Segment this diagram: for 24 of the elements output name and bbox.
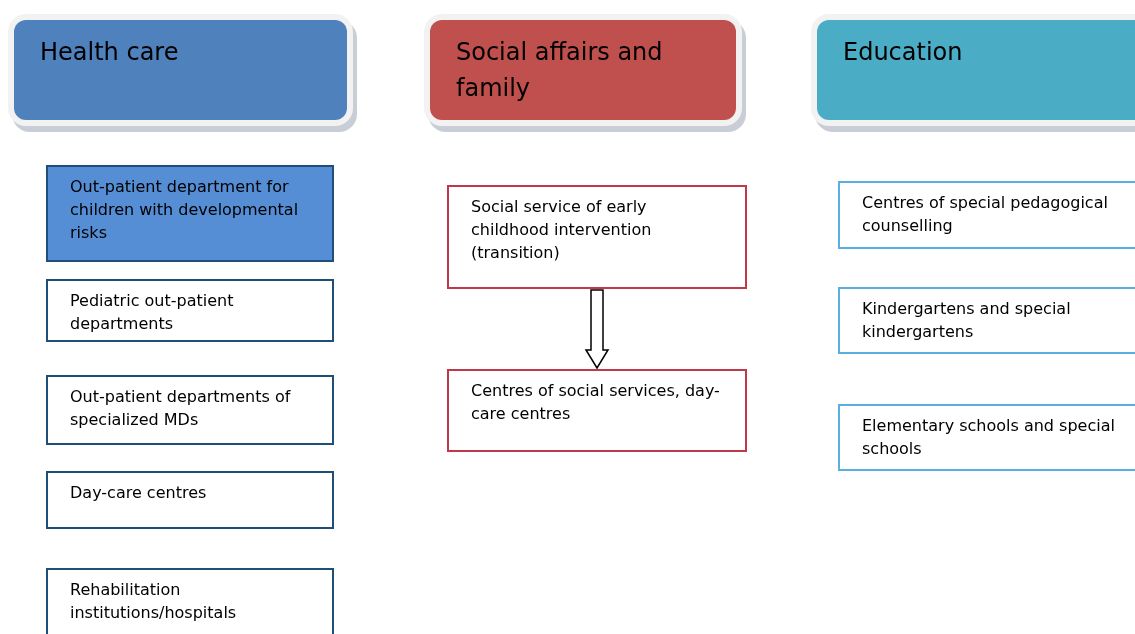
header-text: Social affairs and family xyxy=(456,37,664,104)
box-text: Pediatric out-patient departments xyxy=(70,290,235,335)
service-box xyxy=(46,165,334,262)
box-text: Out-patient departments of specialized MDs xyxy=(70,386,292,431)
box-text: Rehabilitation institutions/hospitals xyxy=(70,579,238,624)
box-text: Elementary schools and special schools xyxy=(862,415,1116,460)
box-text: Centres of social services, day-care centres xyxy=(471,380,721,425)
service-box xyxy=(46,471,334,529)
box-text: Out-patient department for children with developmental risks xyxy=(70,176,300,244)
box-text: Social service of early childhood intervention (transition) xyxy=(471,196,653,264)
header-text: Health care xyxy=(40,37,180,68)
box-text: Centres of special pedagogical counselling xyxy=(862,192,1109,237)
service-box xyxy=(46,279,334,342)
box-text: Kindergartens and special kindergartens xyxy=(862,298,1072,343)
box-text: Day-care centres xyxy=(70,482,208,504)
service-box xyxy=(46,375,334,445)
service-box xyxy=(447,369,747,452)
service-box xyxy=(838,181,1135,249)
header-text: Education xyxy=(843,37,964,68)
service-box xyxy=(447,185,747,289)
block-arrow xyxy=(584,289,610,370)
service-box xyxy=(46,568,334,634)
service-box xyxy=(838,404,1135,471)
service-box xyxy=(838,287,1135,354)
